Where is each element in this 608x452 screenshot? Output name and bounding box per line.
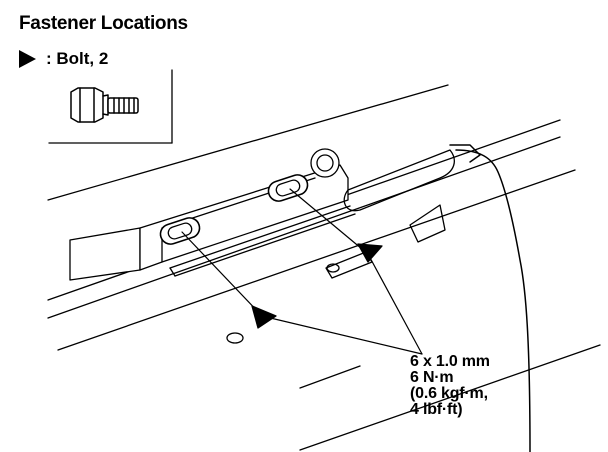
bolt-legend-label: : Bolt, 2 xyxy=(46,49,109,68)
leader-lines xyxy=(181,188,423,355)
spec-line-torque-nm: 6 N·m xyxy=(410,369,454,386)
bolt-slot-right xyxy=(267,174,309,202)
bolt-legend-arrow-icon xyxy=(19,50,36,68)
torque-spec-callout: 6 x 1.0 mm 6 N·m (0.6 kgf·m, 4 lbf·ft) xyxy=(410,354,490,418)
hinge-boss xyxy=(310,148,340,178)
hinge-bar xyxy=(69,164,356,281)
bolt-arrow-left-icon xyxy=(251,305,277,329)
bolt-arrow-right-icon xyxy=(357,243,383,263)
bolt-inset-frame xyxy=(48,69,173,144)
spec-line-size: 6 x 1.0 mm xyxy=(410,353,490,370)
spec-line-torque-kgfm: (0.6 kgf·m, xyxy=(410,385,488,402)
page-title: Fastener Locations xyxy=(19,13,188,34)
bolt-arrow-icons xyxy=(251,243,383,329)
body-cutout xyxy=(325,149,455,279)
mounting-holes xyxy=(226,263,340,344)
bolt-slot-left xyxy=(159,217,201,245)
cable xyxy=(449,144,531,452)
bolt-icon xyxy=(70,87,139,123)
spec-line-torque-lbfft: 4 lbf·ft) xyxy=(410,401,463,418)
